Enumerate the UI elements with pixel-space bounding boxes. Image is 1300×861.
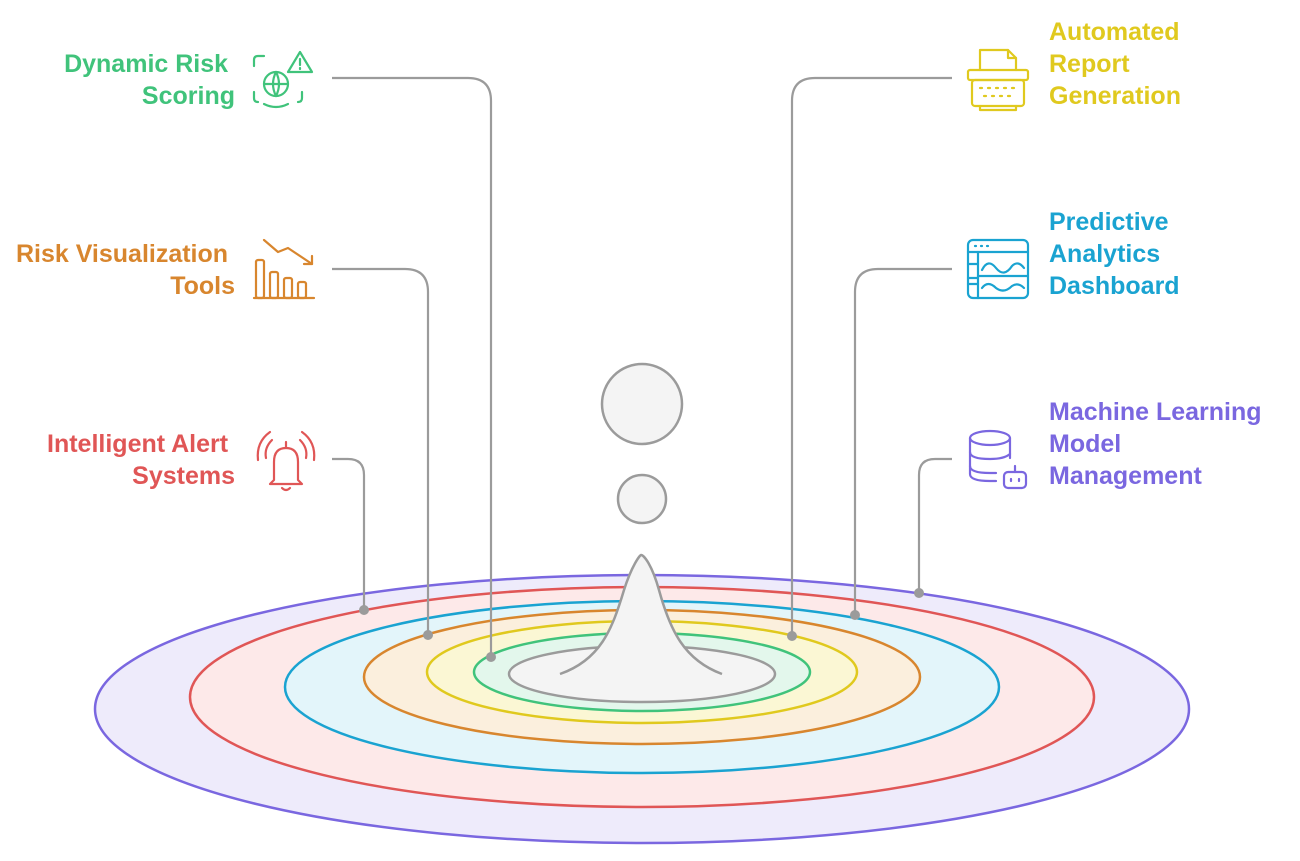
splash-peak xyxy=(559,553,723,676)
declining-bar-chart-icon xyxy=(252,238,316,300)
connector-risk-visualization-tools xyxy=(332,267,430,635)
connector-dot xyxy=(359,605,369,615)
label-dynamic-risk-scoring: Dynamic Risk Scoring xyxy=(64,50,235,110)
connector-intelligent-alert-systems xyxy=(332,457,366,610)
connector-automated-report-generation xyxy=(790,76,952,636)
connector-dot xyxy=(914,588,924,598)
risk-globe-alert-icon xyxy=(252,50,314,109)
labels: Dynamic Risk Scoring Risk Visualization … xyxy=(16,18,1269,490)
label-automated-report-generation: Automated Report Generation xyxy=(1049,18,1187,110)
droplet-small xyxy=(616,473,668,525)
ringing-bell-icon xyxy=(256,430,316,492)
dashboard-window-icon xyxy=(966,238,1030,300)
typewriter-icon xyxy=(966,48,1030,112)
connector-dot xyxy=(486,652,496,662)
label-intelligent-alert-systems: Intelligent Alert Systems xyxy=(47,430,235,490)
connectors xyxy=(332,76,952,662)
label-predictive-analytics-dashboard: Predictive Analytics Dashboard xyxy=(1049,208,1180,300)
connector-dot xyxy=(423,630,433,640)
connector-dot xyxy=(787,631,797,641)
connector-dot xyxy=(850,610,860,620)
ripple-rings xyxy=(93,573,1191,845)
label-risk-visualization-tools: Risk Visualization Tools xyxy=(16,240,235,300)
label-machine-learning-model-management: Machine Learning Model Management xyxy=(1049,398,1269,490)
connector-dynamic-risk-scoring xyxy=(332,76,493,657)
droplet-large xyxy=(600,362,684,446)
connector-machine-learning-model-management xyxy=(917,457,952,593)
connector-predictive-analytics-dashboard xyxy=(853,267,952,615)
database-robot-icon xyxy=(968,429,1028,490)
icons xyxy=(252,48,1030,492)
droplet-splash xyxy=(559,362,723,676)
